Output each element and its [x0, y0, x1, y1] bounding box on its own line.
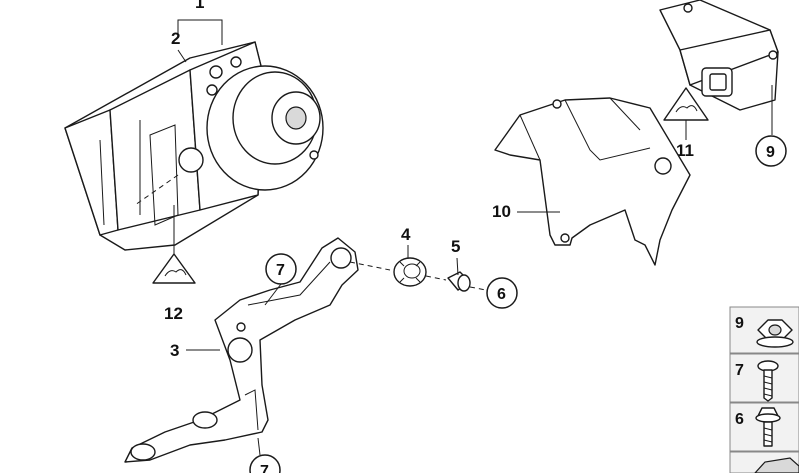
hydraulic-unit-icon[interactable] [64, 41, 324, 251]
callout-3-label: 3 [170, 341, 179, 360]
side-part-box-partial [729, 451, 799, 473]
bracket-icon[interactable] [124, 237, 391, 463]
side-part-label-9: 9 [735, 315, 744, 332]
callout-2-label: 2 [171, 29, 180, 48]
bracket-icon[interactable] [494, 97, 691, 266]
bushing-icon[interactable] [447, 271, 471, 292]
callout-12-label: 12 [164, 304, 183, 323]
callout-10-label: 10 [492, 202, 511, 221]
callout-9-label: 9 [766, 144, 775, 161]
side-part-box-7[interactable]: 7 [729, 353, 799, 403]
warning-triangle-icon [152, 253, 196, 284]
rubber-mount-icon [130, 411, 218, 461]
callout-1-label: 1 [195, 0, 204, 12]
flange-nut-icon [756, 319, 794, 348]
screw-icon [757, 360, 779, 402]
control-module-icon[interactable] [659, 0, 779, 111]
callout-1-bracket [177, 19, 223, 38]
callout-7b-label: 7 [260, 463, 269, 473]
callout-7a-label: 7 [276, 262, 285, 279]
side-part-box-9[interactable]: 9 [729, 306, 799, 354]
callout-4-label: 4 [401, 225, 411, 244]
callout-6-label: 6 [497, 286, 506, 303]
callout-5-label: 5 [451, 237, 460, 256]
bolt-icon [755, 407, 781, 447]
rubber-mount-icon[interactable] [393, 257, 427, 287]
side-part-label-7: 7 [735, 362, 744, 379]
side-part-box-6[interactable]: 6 [729, 402, 799, 452]
callout-11-label: 11 [676, 141, 694, 160]
side-part-label-6: 6 [735, 411, 744, 428]
